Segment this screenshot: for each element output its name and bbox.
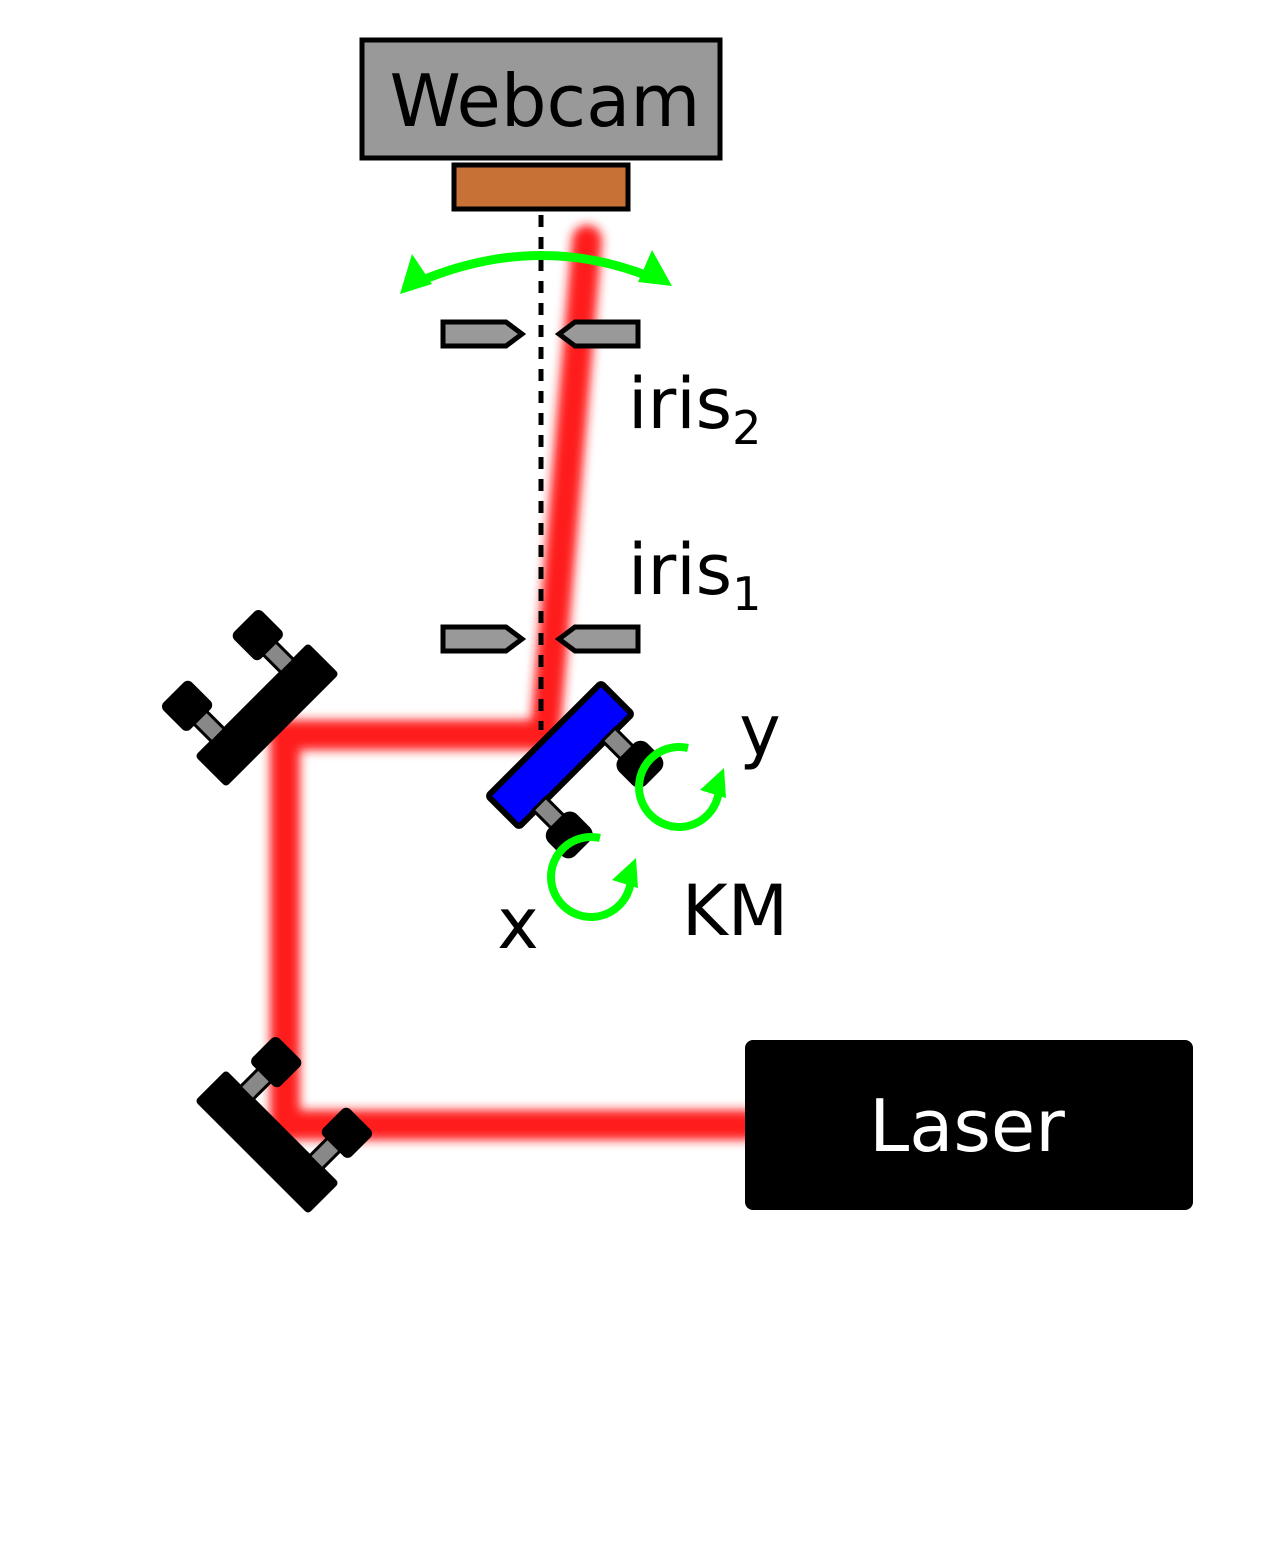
webcam-label: Webcam	[390, 59, 701, 143]
laser-beam	[270, 225, 760, 1140]
rotate-arrow-x-icon	[547, 833, 638, 921]
angle-arrow-right-head	[638, 250, 672, 286]
laser-icon: Laser	[745, 1040, 1193, 1210]
mirror-mount-upper-left	[162, 610, 338, 786]
km-label: KM	[682, 870, 788, 952]
webcam-icon: Webcam	[359, 37, 723, 161]
rotate-arrow-y-icon	[635, 743, 726, 831]
laser-label: Laser	[869, 1084, 1065, 1168]
knob-y-label: y	[739, 690, 780, 772]
knob-x-label: x	[497, 883, 538, 965]
iris-1-label: iris1	[628, 529, 761, 621]
mirror-mount-lower-left	[196, 1037, 372, 1213]
webcam-sensor	[451, 162, 631, 212]
angle-arrow-left-head	[400, 254, 432, 294]
iris-2-icon	[440, 319, 641, 349]
iris-2-label: iris2	[628, 363, 761, 455]
angle-arrow-icon	[416, 251, 660, 287]
iris-1-icon	[440, 624, 641, 654]
kinematic-mirror-km	[486, 681, 664, 859]
